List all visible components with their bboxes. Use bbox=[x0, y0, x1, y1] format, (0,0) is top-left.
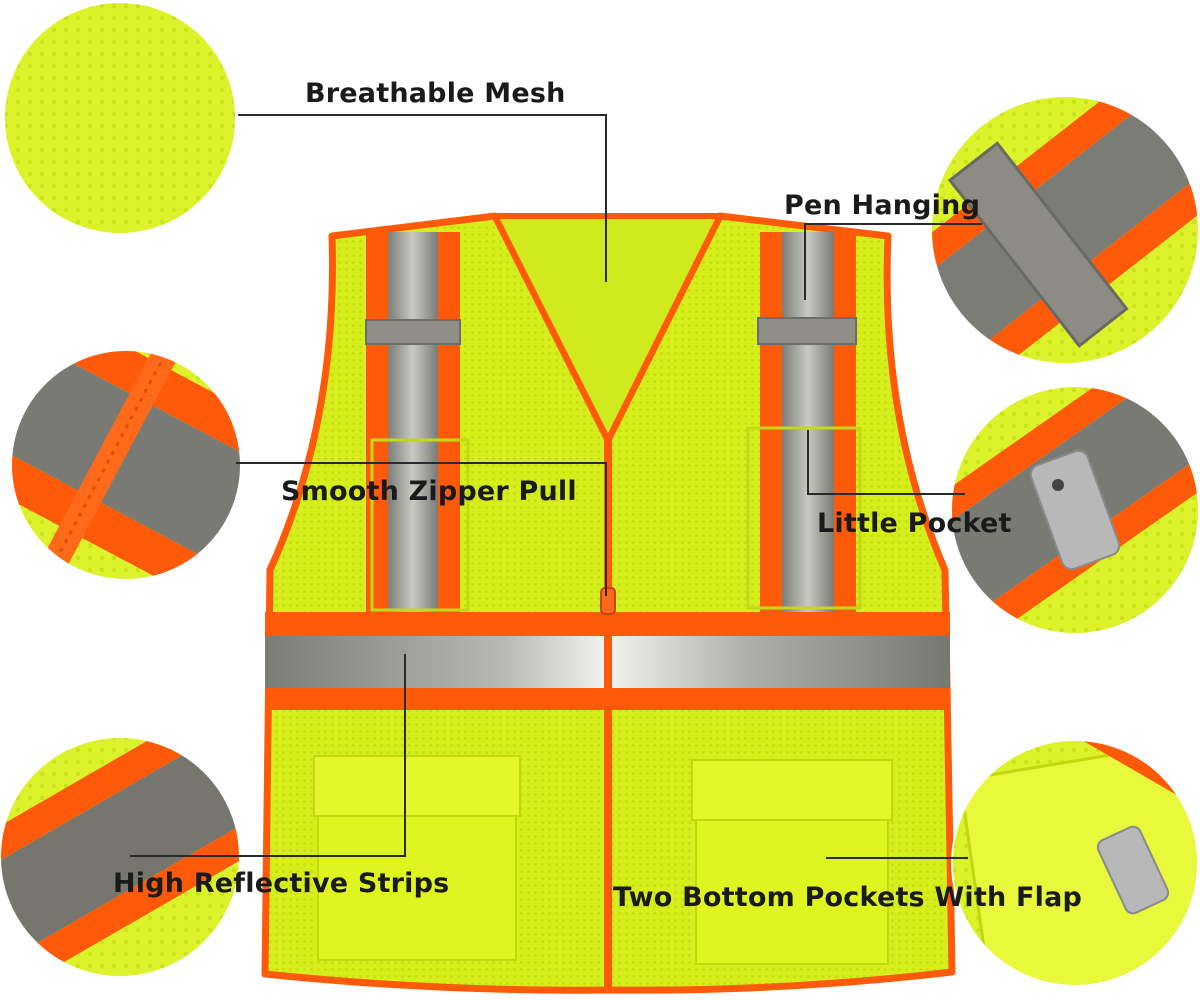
detail-circle-little-pocket bbox=[950, 385, 1200, 635]
detail-circle-pen-hanging bbox=[930, 95, 1200, 365]
label-breathable-mesh: Breathable Mesh bbox=[305, 78, 566, 109]
pen-loop-left bbox=[365, 319, 461, 345]
label-high-reflective-strips: High Reflective Strips bbox=[113, 868, 450, 899]
label-pen-hanging: Pen Hanging bbox=[784, 190, 981, 221]
detail-circle-zipper bbox=[10, 349, 242, 581]
detail-circle-reflective-strips bbox=[0, 736, 241, 978]
detail-circle-mesh bbox=[3, 1, 237, 235]
label-smooth-zipper-pull: Smooth Zipper Pull bbox=[281, 476, 577, 507]
label-little-pocket: Little Pocket bbox=[817, 508, 1012, 539]
leader-lines bbox=[130, 114, 982, 859]
safety-vest bbox=[261, 212, 956, 994]
detail-circle-bottom-pocket bbox=[951, 739, 1199, 987]
vest-back-panel bbox=[490, 213, 725, 447]
pen-loop-right bbox=[757, 317, 857, 345]
label-two-bottom-pockets: Two Bottom Pockets With Flap bbox=[613, 882, 1083, 913]
